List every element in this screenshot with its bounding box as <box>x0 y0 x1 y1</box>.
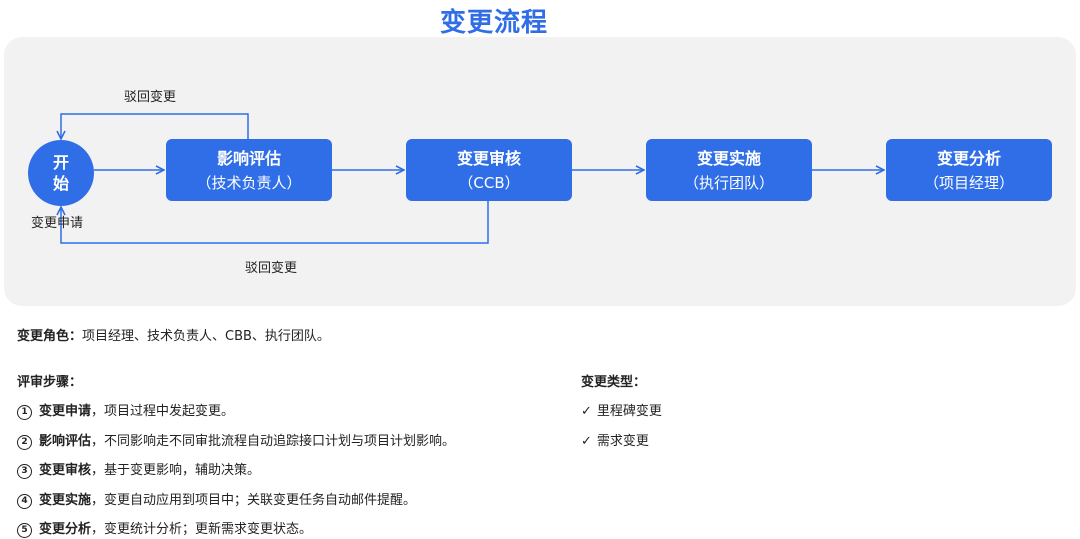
step-change-implementation: 变更实施 （执行团队） <box>646 139 812 201</box>
step-role: （技术负责人） <box>196 174 302 192</box>
type-item-label: 里程碑变更 <box>596 404 662 419</box>
roles-label: 变更角色： <box>17 329 83 344</box>
review-item-text: ，变更统计分析；更新需求变更状态。 <box>91 522 313 537</box>
roles-text: 项目经理、技术负责人、CBB、执行团队。 <box>82 329 330 344</box>
review-item: 1 变更申请，项目过程中发起变更。 <box>17 400 234 420</box>
step-change-analysis: 变更分析 （项目经理） <box>886 139 1052 201</box>
review-item: 5 变更分析，变更统计分析；更新需求变更状态。 <box>17 518 312 538</box>
review-item-text: ，基于变更影响，辅助决策。 <box>91 463 261 478</box>
number-badge: 5 <box>17 523 32 538</box>
types-heading: 变更类型： <box>581 375 647 390</box>
step-role: （CCB） <box>458 174 520 192</box>
start-node-label: 开始 <box>52 153 69 193</box>
review-item-title: 变更分析 <box>39 522 92 537</box>
review-item-title: 变更申请 <box>39 404 92 419</box>
number-badge: 2 <box>17 435 32 450</box>
number-badge: 1 <box>17 405 32 420</box>
type-item: ✓ 里程碑变更 <box>581 400 662 419</box>
review-item-text: ，项目过程中发起变更。 <box>91 404 235 419</box>
review-item-title: 变更实施 <box>39 493 92 508</box>
step-name: 变更分析 <box>936 149 1001 168</box>
review-item-text: ，变更自动应用到项目中；关联变更任务自动邮件提醒。 <box>91 493 417 508</box>
step-name: 影响评估 <box>216 149 281 168</box>
review-item: 4 变更实施，变更自动应用到项目中；关联变更任务自动邮件提醒。 <box>17 489 416 509</box>
type-item-label: 需求变更 <box>596 434 649 449</box>
step-role: （执行团队） <box>683 174 774 192</box>
start-node: 开始 <box>28 140 94 206</box>
reject-loop-top <box>61 113 249 139</box>
step-name: 变更审核 <box>456 149 521 168</box>
start-caption: 变更申请 <box>31 216 84 231</box>
review-item-text: ，不同影响走不同审批流程自动追踪接口计划与项目计划影响。 <box>91 434 456 449</box>
page-title: 变更流程 <box>439 8 548 38</box>
review-item-title: 影响评估 <box>39 434 92 449</box>
step-name: 变更实施 <box>696 149 761 168</box>
review-heading: 评审步骤： <box>17 375 83 390</box>
reject-loop-bottom <box>61 201 489 244</box>
number-badge: 4 <box>17 494 32 509</box>
step-impact-assessment: 影响评估 （技术负责人） <box>166 139 332 201</box>
check-icon: ✓ <box>581 404 592 419</box>
type-item: ✓ 需求变更 <box>581 430 649 449</box>
check-icon: ✓ <box>581 434 592 449</box>
review-item-title: 变更审核 <box>39 463 92 478</box>
reject-label-top: 驳回变更 <box>124 90 177 105</box>
number-badge: 3 <box>17 464 32 479</box>
step-change-review: 变更审核 （CCB） <box>406 139 572 201</box>
roles-line: 变更角色：项目经理、技术负责人、CBB、执行团队。 <box>17 325 330 344</box>
review-item: 3 变更审核，基于变更影响，辅助决策。 <box>17 459 260 479</box>
reject-label-bottom: 驳回变更 <box>245 261 298 276</box>
review-item: 2 影响评估，不同影响走不同审批流程自动追踪接口计划与项目计划影响。 <box>17 430 455 450</box>
step-role: （项目经理） <box>923 174 1014 192</box>
